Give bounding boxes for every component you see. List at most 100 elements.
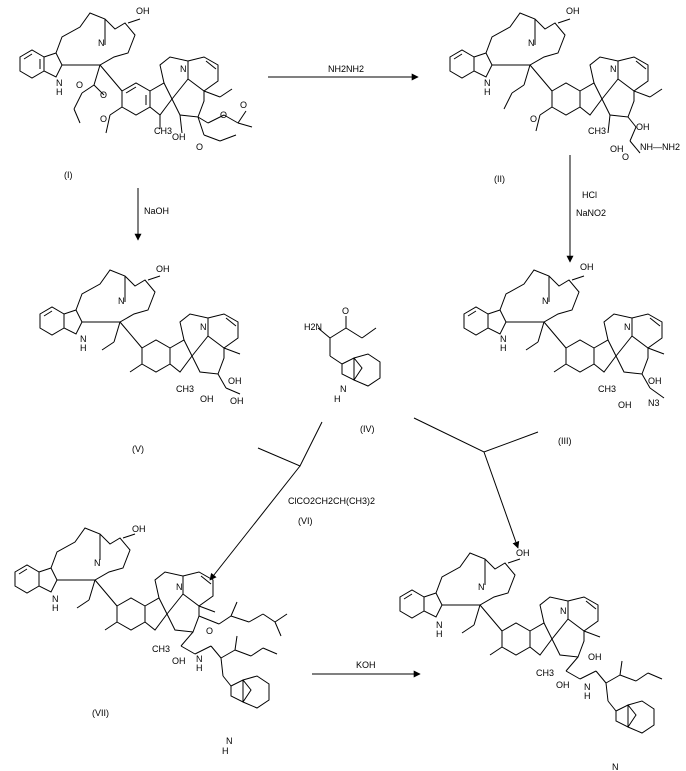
reagent-koh: KOH [356,660,376,670]
svg-text:CH3: CH3 [536,668,554,678]
reagent-naoh: NaOH [144,206,169,216]
svg-text:OH: OH [156,264,170,274]
compound-II-structure [449,12,663,154]
compound-VII-atoms: N OH N H N CH3 O OH N H N H (VII) [52,524,233,756]
svg-text:N: N [340,384,347,394]
svg-text:H: H [436,629,443,639]
reagent-nano2: NaNO2 [576,208,606,218]
compound-IV-atoms: H2N O N H (IV) [304,306,375,434]
svg-text:OH: OH [516,548,530,558]
compound-II-atoms: N OH N H O N CH3 OH OH O NH—NH2 (II) [484,6,680,184]
svg-text:N3: N3 [648,398,660,408]
svg-text:N: N [500,334,507,344]
arrow-V-IV-to-VII [257,421,323,467]
svg-text:OH: OH [566,6,580,16]
svg-text:OH: OH [230,396,244,406]
compound-VII-structure [14,527,288,709]
svg-text:H: H [56,87,63,97]
svg-text:NH—NH2: NH—NH2 [640,142,680,152]
svg-text:N: N [98,38,105,48]
svg-text:OH: OH [610,144,624,154]
svg-text:OH: OH [228,376,242,386]
svg-text:O: O [240,100,247,110]
svg-text:O: O [220,110,227,120]
compound-label-VI: (VI) [298,516,313,526]
svg-text:H: H [584,691,591,701]
svg-text:O: O [206,626,213,636]
svg-text:O: O [622,152,629,162]
svg-text:H: H [52,603,59,613]
arrow-IV-III-to-final-main [483,451,520,549]
svg-text:N: N [624,322,631,332]
svg-text:CH3: CH3 [152,644,170,654]
compound-label: (II) [494,174,505,184]
svg-text:N: N [478,582,485,592]
svg-text:N: N [542,296,549,306]
svg-text:N: N [484,78,491,88]
svg-text:N: N [612,762,619,771]
svg-text:N: N [56,78,63,88]
svg-text:OH: OH [588,652,602,662]
reagent-hcl: HCl [582,190,597,200]
svg-text:OH: OH [636,122,650,132]
compound-IV-structure [317,316,381,387]
svg-text:N: N [560,606,567,616]
svg-text:O: O [100,114,107,124]
svg-text:N: N [176,582,183,592]
compound-label: (IV) [360,424,375,434]
svg-text:CH3: CH3 [154,126,172,136]
svg-text:N: N [584,682,591,692]
svg-text:OH: OH [556,680,570,690]
svg-text:CH3: CH3 [588,126,606,136]
svg-text:N: N [80,334,87,344]
compound-V-atoms: N OH N H N CH3 OH OH OH (V) [80,264,244,454]
svg-text:N: N [610,64,617,74]
svg-text:OH: OH [136,6,150,16]
svg-text:H: H [334,394,341,404]
compound-I-atoms: N OH N H O O O N CH3 O O OH O (I) [56,6,247,180]
svg-text:O: O [76,80,83,90]
svg-text:N: N [118,296,125,306]
compound-III-structure [463,269,665,399]
compound-label: (I) [64,170,73,180]
compound-I-structure [19,12,253,142]
svg-text:H: H [500,343,507,353]
compound-final-atoms: N OH N H N CH3 OH OH N H N [436,548,619,771]
svg-text:N: N [200,322,207,332]
svg-text:N: N [528,38,535,48]
svg-text:H: H [80,343,87,353]
svg-text:O: O [196,142,203,152]
arrow-IV-III-to-final [413,417,539,453]
svg-text:O: O [530,114,537,124]
svg-text:CH3: CH3 [176,384,194,394]
arrow-V-IV-to-VII-main [209,465,301,581]
compound-V-structure [39,269,241,395]
compound-label: (V) [132,444,144,454]
svg-text:N: N [52,594,59,604]
svg-text:OH: OH [618,400,632,410]
svg-text:OH: OH [580,262,594,272]
svg-text:O: O [342,306,349,316]
svg-text:N: N [180,64,187,74]
compound-III-atoms: N OH N H N CH3 OH OH N3 (III) [500,262,662,446]
svg-text:H: H [484,87,491,97]
svg-text:H2N: H2N [304,322,322,332]
svg-text:N: N [94,558,101,568]
svg-text:H: H [196,663,203,673]
svg-text:N: N [436,620,443,630]
svg-text:N: N [196,654,203,664]
svg-text:O: O [100,90,107,100]
svg-text:OH: OH [172,132,186,142]
svg-text:N: N [226,736,233,746]
svg-text:OH: OH [200,394,214,404]
compound-label: (III) [558,436,572,446]
svg-text:OH: OH [132,524,146,534]
svg-text:OH: OH [648,376,662,386]
svg-text:CH3: CH3 [598,384,616,394]
svg-text:OH: OH [172,656,186,666]
reagent-hydrazine: NH2NH2 [328,64,364,74]
svg-text:H: H [222,746,229,756]
compound-label: (VII) [92,708,109,718]
compound-final-structure [399,552,663,734]
